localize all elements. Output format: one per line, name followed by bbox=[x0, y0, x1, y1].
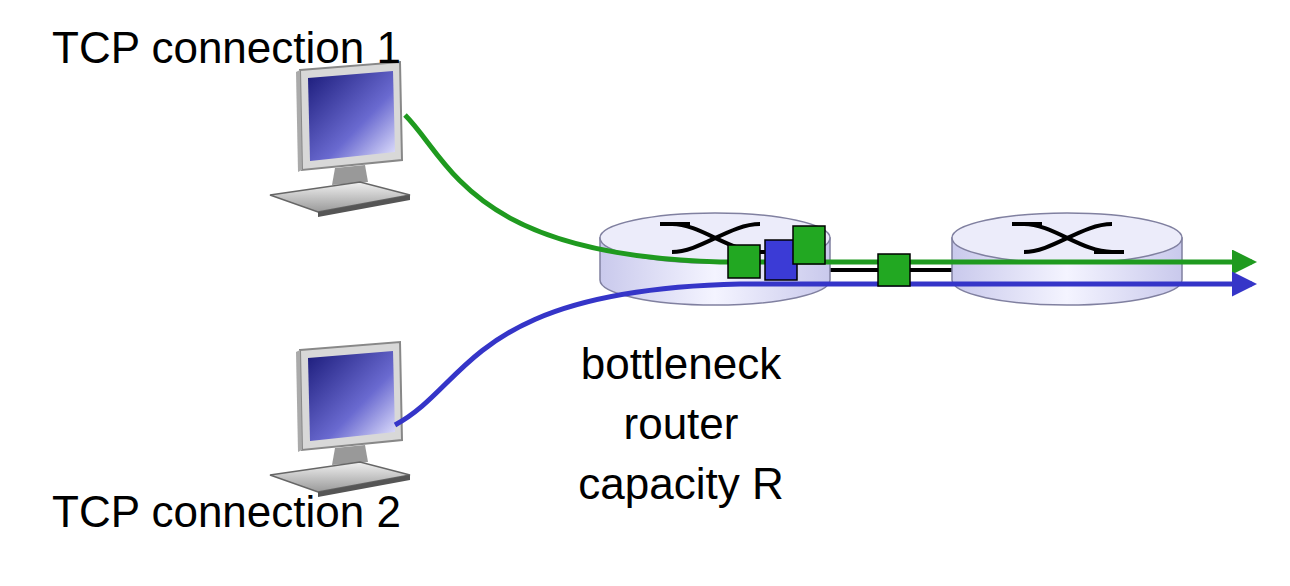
computer-icon bbox=[270, 62, 410, 217]
router-symbol bbox=[952, 213, 1182, 305]
connection-label: TCP connection 1 bbox=[52, 18, 512, 78]
flow-line bbox=[405, 115, 1252, 262]
packet bbox=[728, 245, 760, 278]
computer-icon bbox=[270, 342, 410, 497]
packet bbox=[878, 254, 910, 286]
router-label: bottleneck router capacity R bbox=[551, 334, 811, 514]
packet bbox=[793, 226, 825, 264]
flow-line bbox=[395, 284, 1252, 425]
connection-label: TCP connection 2 bbox=[52, 482, 512, 542]
packet bbox=[765, 240, 797, 280]
